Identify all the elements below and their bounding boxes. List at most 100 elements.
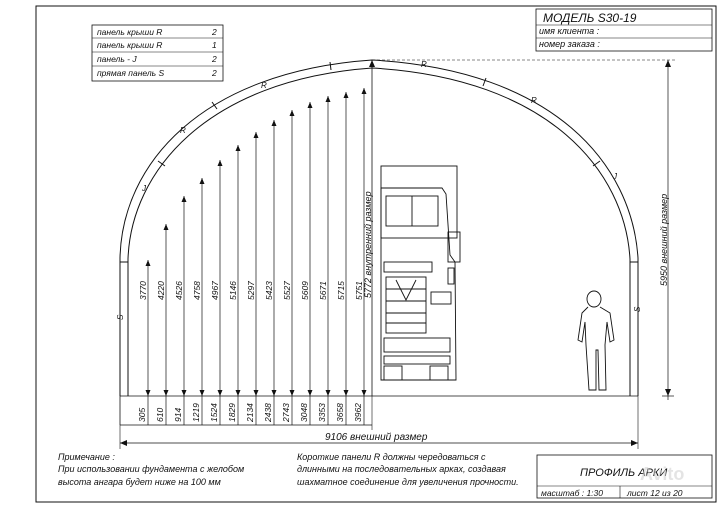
height-arrow-top xyxy=(325,96,331,102)
height-label: 5423 xyxy=(264,281,274,300)
note-left-line-2: высота ангара будет ниже на 100 мм xyxy=(58,477,221,487)
height-arrow-bottom xyxy=(325,390,331,396)
offset-label: 1219 xyxy=(191,403,201,422)
height-label: 5715 xyxy=(336,281,346,300)
offset-label: 610 xyxy=(155,408,165,422)
height-arrow-bottom xyxy=(361,390,367,396)
outer-width-label: 9106 внешний размер xyxy=(325,432,428,443)
height-arrow-top xyxy=(343,92,349,98)
height-arrow-top xyxy=(289,110,295,116)
legend-label-4: прямая панель S xyxy=(97,68,164,78)
joint-right-jr xyxy=(592,160,601,167)
height-arrow-top xyxy=(163,224,169,230)
height-arrow-top xyxy=(145,260,151,266)
height-label: 4526 xyxy=(174,281,184,300)
height-arrow-bottom xyxy=(235,390,241,396)
height-arrow-top xyxy=(307,102,313,108)
height-label: 5751 xyxy=(354,281,364,300)
offset-label: 2134 xyxy=(245,403,255,423)
height-arrow-top xyxy=(217,160,223,166)
height-label: 4220 xyxy=(156,281,166,300)
scale-label: масштаб : 1:30 xyxy=(541,488,603,498)
height-label: 5671 xyxy=(318,281,328,300)
offset-label: 3658 xyxy=(335,403,345,422)
offset-label: 1524 xyxy=(209,403,219,422)
legend-label-3: панель - J xyxy=(97,54,137,64)
height-label: 5527 xyxy=(282,281,292,300)
note-left-line-1: При использовании фундамента с желобом xyxy=(58,464,244,474)
offset-label: 1829 xyxy=(227,403,237,422)
inner-height-label: 5772 внутренний размер xyxy=(363,191,373,298)
height-arrow-bottom xyxy=(307,390,313,396)
watermark: Avito xyxy=(640,464,684,484)
note-right-line-1: Короткие панели R должны чередоваться с xyxy=(297,452,486,462)
legend-label-2: панель крыши R xyxy=(97,40,162,50)
height-label: 5297 xyxy=(246,281,256,300)
panel-mark-r-4: R xyxy=(531,96,537,105)
joint-top-right xyxy=(482,77,487,87)
height-label: 4967 xyxy=(210,281,220,300)
joint-left-rr xyxy=(211,101,218,110)
height-label: 5609 xyxy=(300,281,310,300)
offset-label: 2438 xyxy=(263,403,273,423)
panel-mark-r-3: R xyxy=(421,60,427,69)
height-arrow-bottom xyxy=(181,390,187,396)
height-arrow-bottom xyxy=(145,390,151,396)
height-arrow-bottom xyxy=(217,390,223,396)
height-arrow-top xyxy=(271,120,277,126)
offset-label: 2743 xyxy=(281,403,291,423)
height-arrow-bottom xyxy=(253,390,259,396)
note-right-line-3: шахматное соединение для увеличения проч… xyxy=(297,477,519,487)
height-arrow-bottom xyxy=(271,390,277,396)
title-block: МОДЕЛЬ S30-19 имя клиента : номер заказа… xyxy=(535,8,713,52)
notes-right: Короткие панели R должны чередоваться с … xyxy=(297,452,519,487)
profile-title: ПРОФИЛЬ АРКИ xyxy=(580,467,667,479)
legend-qty-4: 2 xyxy=(211,68,217,78)
offset-label: 914 xyxy=(173,408,183,422)
person-figure xyxy=(577,290,615,391)
height-arrow-top xyxy=(253,132,259,138)
legend-qty-3: 2 xyxy=(211,54,217,64)
panel-legend: панель крыши R 2 панель крыши R 1 панель… xyxy=(91,24,224,82)
panel-mark-s-left: S xyxy=(116,314,125,320)
sheet-border xyxy=(35,5,717,503)
legend-qty-1: 2 xyxy=(211,27,217,37)
outer-height-label: 5950 внешний размер xyxy=(659,194,669,286)
arch: S S J J R R R R xyxy=(116,59,642,396)
offset-table: 305 610 914 1219 1524 1829 2134 2438 2743 3048 335… xyxy=(119,396,372,426)
height-arrow-bottom xyxy=(163,390,169,396)
height-arrow-bottom xyxy=(199,390,205,396)
height-dimensions: 3770 4220 4526 4758 4967 5146 5297 5423 5527 5609… xyxy=(138,88,367,396)
legend-qty-2: 1 xyxy=(212,40,217,50)
outer-height-dimension: 5950 внешний размер xyxy=(372,59,676,400)
height-arrow-top xyxy=(235,145,241,151)
joint-top-left xyxy=(329,61,332,71)
panel-mark-j-right: J xyxy=(612,172,618,181)
height-label: 4758 xyxy=(192,281,202,300)
panel-mark-s-right: S xyxy=(633,306,642,312)
note-left-title: Примечание : xyxy=(58,452,115,462)
height-arrow-top xyxy=(361,88,367,94)
height-arrow-top xyxy=(199,178,205,184)
truck-illustration xyxy=(380,165,461,381)
height-label: 5146 xyxy=(228,281,238,300)
height-label: 3770 xyxy=(138,281,148,300)
offset-label: 3962 xyxy=(353,403,363,422)
panel-mark-r-1: R xyxy=(180,126,186,135)
joint-left-jr xyxy=(157,160,166,167)
panel-mark-j-left: J xyxy=(141,184,147,193)
panel-mark-r-2: R xyxy=(261,81,267,90)
client-label: имя клиента : xyxy=(539,26,600,36)
inner-height-dimension: 5772 внутренний размер xyxy=(363,60,375,430)
outer-width-dimension: 9106 внешний размер xyxy=(119,396,639,449)
notes-left: Примечание : При использовании фундамент… xyxy=(58,452,244,487)
height-arrow-bottom xyxy=(289,390,295,396)
offset-label: 3353 xyxy=(317,403,327,422)
offset-label: 305 xyxy=(137,408,147,422)
height-arrow-bottom xyxy=(343,390,349,396)
height-arrow-top xyxy=(181,196,187,202)
offset-label: 3048 xyxy=(299,403,309,422)
note-right-line-2: длинными на последовательных арках, созд… xyxy=(297,464,506,474)
